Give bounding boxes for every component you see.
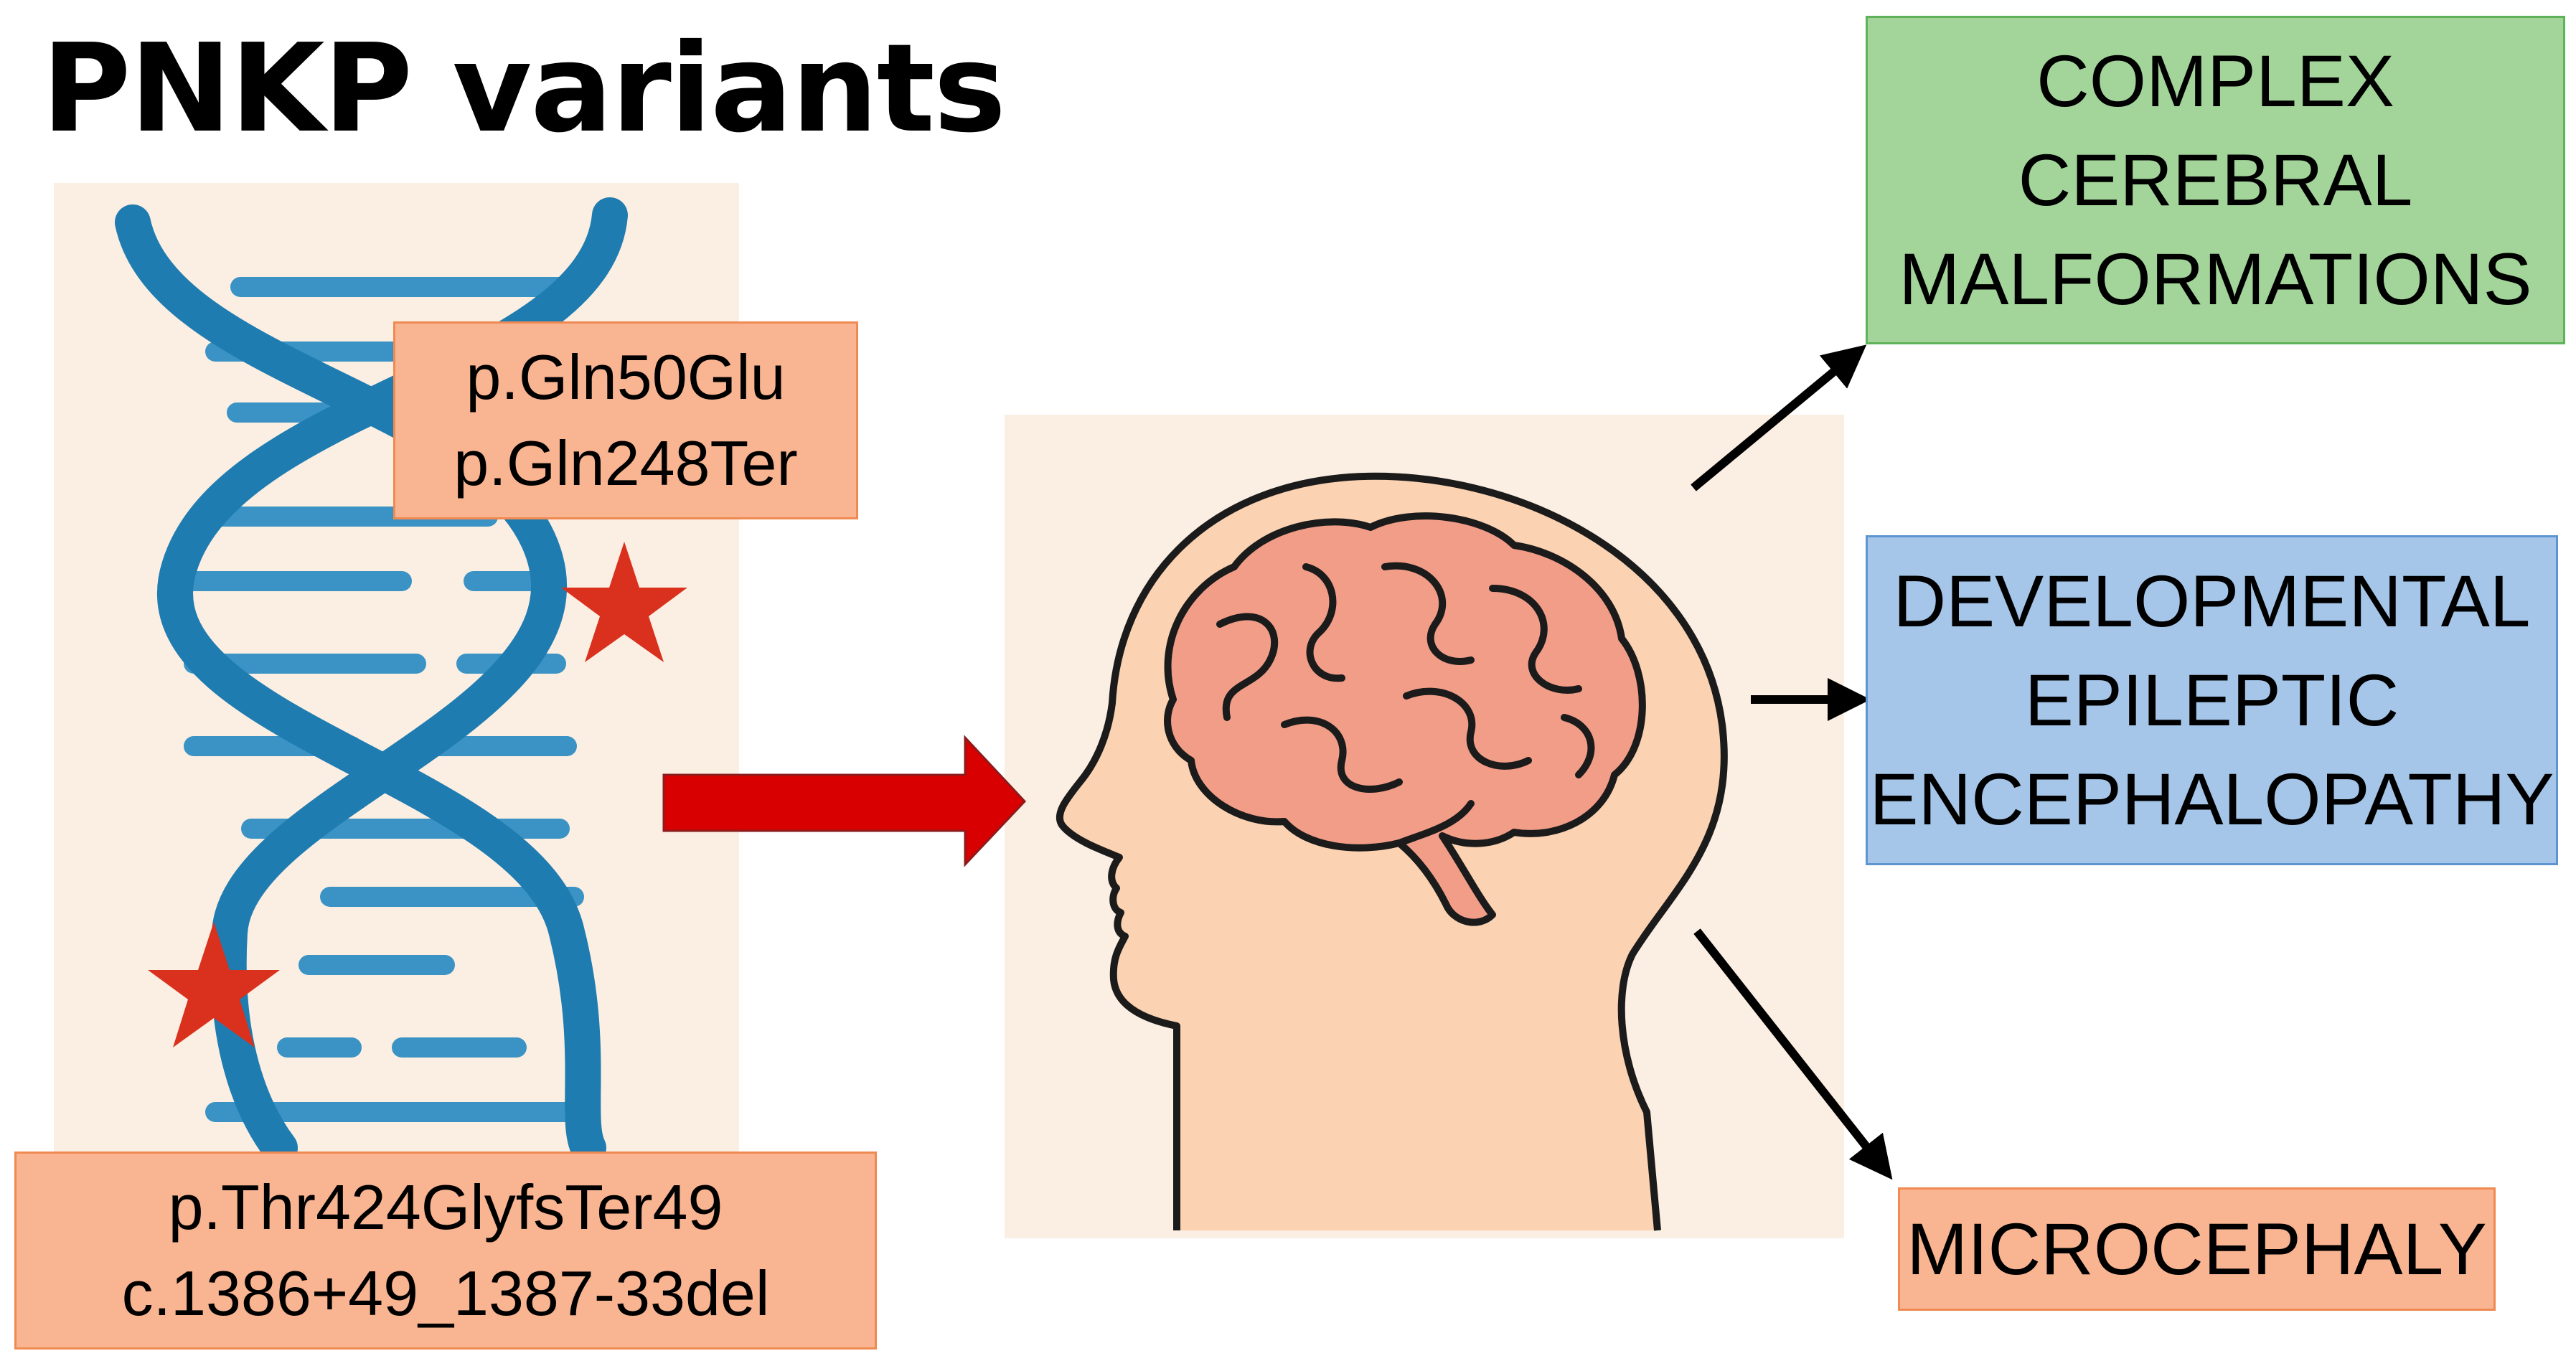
mutation-star-icon: [561, 542, 687, 662]
variant-label: c.1386+49_1387-33del: [121, 1258, 770, 1329]
arrow-icon: [1691, 344, 1867, 491]
outcome-label: COMPLEX: [2036, 40, 2394, 122]
outcome-label: CEREBRAL: [2018, 139, 2413, 221]
variant-label: p.Gln50Glu: [466, 342, 786, 413]
outcome-label: EPILEPTIC: [2024, 659, 2399, 741]
outcome-label: DEVELOPMENTAL: [1893, 560, 2531, 642]
outcome-label: MALFORMATIONS: [1899, 238, 2532, 320]
variant-box-top: p.Gln50Glu p.Gln248Ter: [393, 321, 858, 519]
head-brain-icon: [1056, 472, 1728, 1231]
outcome-arrows: [1691, 344, 1893, 1180]
brain: [1164, 512, 1646, 926]
outcome-box-microcephaly: MICROCEPHALY: [1898, 1187, 2496, 1311]
main-arrow-icon: [662, 735, 1027, 867]
variant-label: p.Thr424GlyfsTer49: [168, 1172, 723, 1243]
arrow-icon: [1693, 928, 1893, 1180]
page-title: PNKP variants: [42, 18, 1006, 160]
variant-box-bottom: p.Thr424GlyfsTer49 c.1386+49_1387-33del: [14, 1152, 877, 1350]
mutation-star-icon: [148, 922, 280, 1047]
variant-label: p.Gln248Ter: [453, 428, 798, 499]
outcome-label: ENCEPHALOPATHY: [1869, 758, 2554, 840]
outcome-box-developmental-epileptic-encephalopathy: DEVELOPMENTAL EPILEPTIC ENCEPHALOPATHY: [1866, 535, 2558, 865]
outcome-box-complex-cerebral-malformations: COMPLEX CEREBRAL MALFORMATIONS: [1866, 16, 2565, 344]
outcome-label: MICROCEPHALY: [1907, 1208, 2487, 1290]
